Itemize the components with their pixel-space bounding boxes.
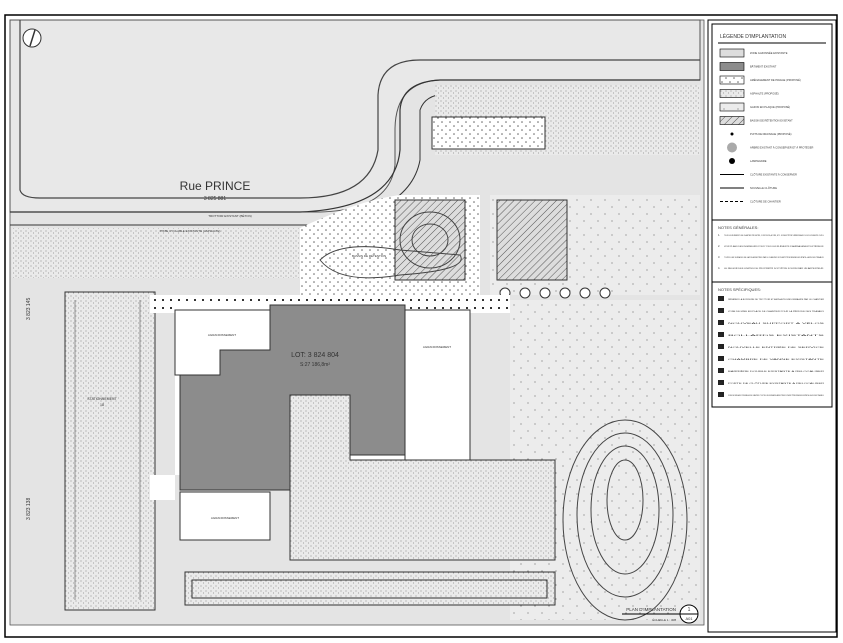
- extension-bottom: [179, 491, 271, 541]
- legend-swatch: [719, 102, 745, 112]
- extension-label: AGRANDISSEMENT: [211, 516, 239, 520]
- parking-lot: [64, 291, 156, 611]
- parking-label: STATIONNEMENT: [87, 397, 117, 401]
- notes-general-title: NOTES GÉNÉRALES:: [718, 225, 758, 230]
- lot-number: LOT: 3 824 804: [291, 352, 339, 359]
- note-text: ZONE DE MISE EN PLACE DE CHANTIER POUR L…: [728, 310, 825, 313]
- note-number: 01: [719, 297, 722, 301]
- note-number: 06: [719, 357, 722, 361]
- extension-label: AGRANDISSEMENT: [423, 345, 451, 349]
- legend-item-label: ASPHALTE (PROPOSÉ): [750, 91, 779, 96]
- tree-icon: [727, 142, 737, 153]
- note-number: 2.: [718, 244, 720, 248]
- lamp-icon: [729, 158, 735, 164]
- note-text: BOLLARDS EXISTANTS: [728, 334, 827, 337]
- legend-item-label: ARBRE EXISTANT À CONSERVER ET À PROTÉGER: [750, 145, 813, 150]
- street-name: Rue PRINCE: [180, 179, 251, 193]
- note-text: TOUTES LES SURFACES DE GAZON AFFECTÉES P…: [724, 256, 824, 259]
- legend-swatch: [719, 116, 745, 125]
- note-text: NOUVELLE ENTRÉE DE SERVICE: [728, 346, 826, 349]
- legend-item-label: LAMPADAIRE: [750, 159, 767, 163]
- legend-item-label: AMÉNAGEMENT DE PAVAGE (PROPOSÉ): [750, 77, 801, 82]
- legend-swatch: [719, 75, 745, 85]
- note-text: NOUVEAU SUPPORT À VÉLOS: [728, 322, 826, 325]
- legend-item-label: GAZON EN PLAQUE (PROPOSÉ): [750, 104, 790, 109]
- note-text: RÉPARER LA BORDURE DE TROTTOIR ET ASPHAL…: [728, 298, 825, 301]
- drawing-title: PLAN D'IMPLANTATION: [626, 607, 676, 612]
- lot-left-top: 3 823 145: [26, 298, 32, 320]
- sheet-number: A01: [685, 616, 693, 621]
- bike-path-label: PISTE CYCLABLE EXISTANTE (ASPHALTE): [160, 229, 221, 233]
- legend-item-label: CLÔTURE DE CHANTIER: [750, 199, 781, 204]
- note-text: LE RELEVÉ DES LIMITES DE PROPRIÉTÉ DOIT …: [724, 267, 825, 270]
- legend-item-label: CLÔTURE EXISTANTE À CONSERVER: [750, 172, 797, 177]
- note-number: 03: [719, 321, 722, 325]
- legend-swatch: [719, 62, 745, 71]
- lot-area: S:27 186,8m²: [300, 362, 330, 368]
- note-number: 08: [719, 381, 722, 385]
- note-number: 05: [719, 345, 722, 349]
- legend-title: LÉGENDE D'IMPLANTATION: [720, 33, 786, 40]
- detention-label: BASSIN DE RÉTENTION: [352, 253, 386, 258]
- sidewalk-label: TROTTOIR EXISTANT (BÉTON): [208, 213, 252, 218]
- parking-count: 18: [100, 403, 104, 407]
- note-text: TOUS LES ÉLÉMENTS DE CHANTIER PROJETÉS, …: [724, 234, 824, 237]
- extension-label: AGRANDISSEMENT: [208, 333, 236, 337]
- legend-item-label: NOUVELLE CLÔTURE: [750, 185, 777, 190]
- note-text: CHAMBRE DE VANNE EXISTANTE: [728, 358, 826, 361]
- note-number: 02: [719, 309, 722, 313]
- drawing-scale: ÉCHELLE 1 : 300: [652, 617, 676, 622]
- note-text: VOIR PLANS DES INGÉNIEURS POUR TOUS LES …: [724, 245, 824, 248]
- notes-general: 1. TOUS LES ÉLÉMENTS DE CHANTIER PROJETÉS…: [718, 233, 825, 270]
- note-text: BARRIÈRE DOUBLE EXISTANTE À RELOCALISER: [728, 370, 825, 373]
- legend-item-label: BASSIN DE RÉTENTION EXISTANT: [750, 118, 793, 123]
- street-lot: 3 825 881: [204, 196, 226, 202]
- note-text: PORTE DE CLÔTURE EXISTANTE À RELOCALISER: [728, 382, 825, 385]
- legend-item-label: BÂTIMENT EXISTANT: [750, 64, 777, 69]
- note-number: 09: [719, 393, 722, 397]
- note-number: 04: [719, 333, 722, 337]
- detail-number: 1: [688, 607, 691, 613]
- note-number: 4.: [718, 266, 720, 270]
- note-number: 1.: [718, 233, 720, 237]
- note-number: 07: [719, 369, 722, 373]
- legend-swatch: [719, 89, 745, 98]
- note-text: ZONE DE DÉBLAIS ET REMBLAIS DE CHANTIER.…: [728, 394, 824, 397]
- extension-right: [404, 309, 471, 461]
- dot-icon: [730, 132, 734, 136]
- legend: ZONE GAZONNÉE EXISTANTE BÂTIMENT EXISTANT…: [719, 48, 813, 204]
- notes-specific-title: NOTES SPÉCIFIQUES:: [718, 287, 761, 292]
- legend-item-label: ZONE GAZONNÉE EXISTANTE: [750, 50, 788, 55]
- notes-specific: 01 RÉPARER LA BORDURE DE TROTTOIR ET ASPH…: [718, 296, 827, 397]
- legend-swatch: [719, 48, 745, 58]
- lot-left-bottom: 3 823 138: [26, 498, 32, 520]
- note-number: 3.: [718, 255, 720, 259]
- legend-item-label: PUITS DE DRAINAGE (PROPOSÉ): [750, 131, 792, 136]
